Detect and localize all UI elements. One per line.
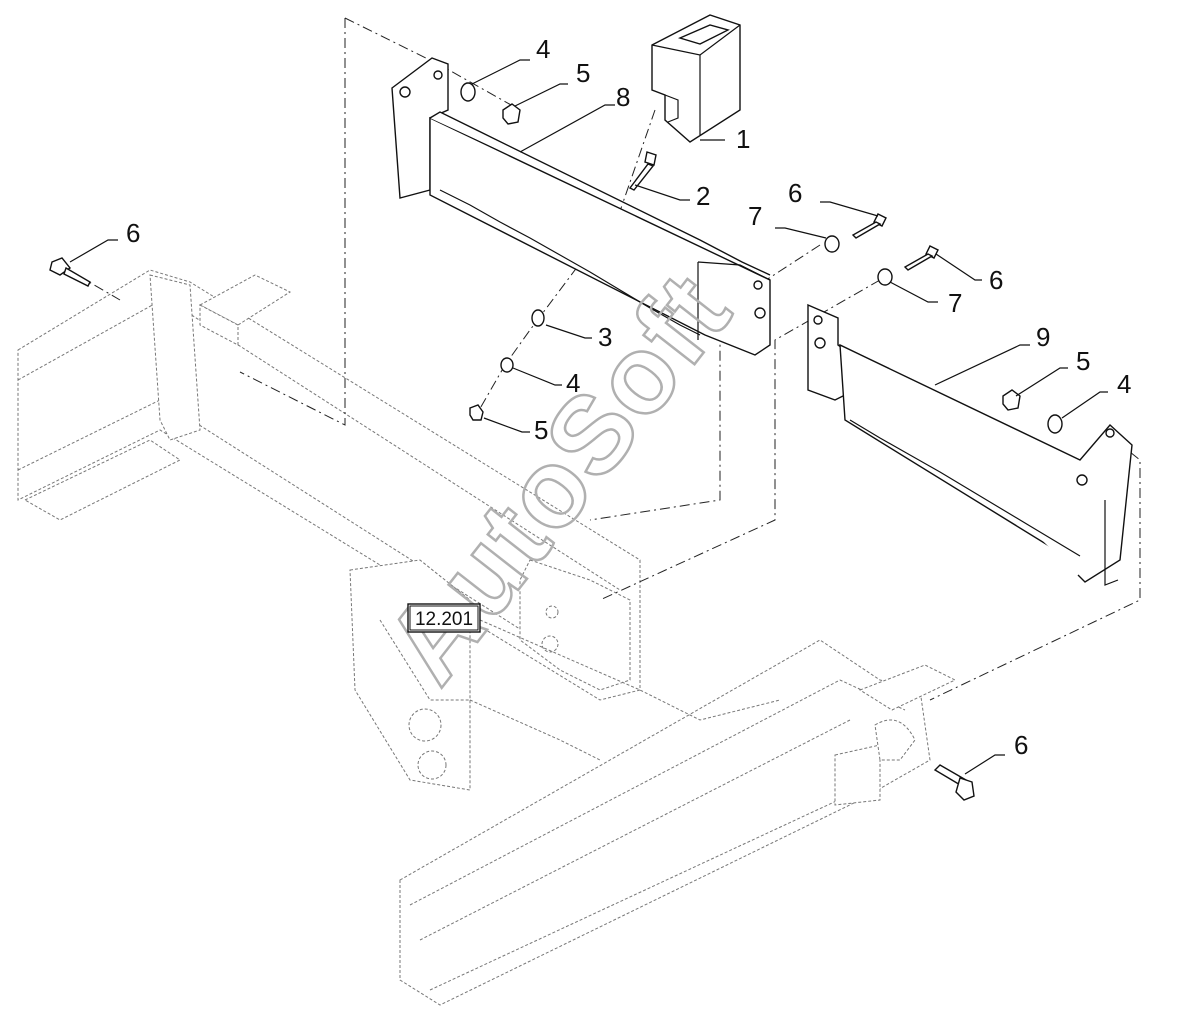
frame-boss-lower <box>417 750 447 780</box>
part-7-washer-a <box>824 235 840 253</box>
part-2-bolt <box>628 151 657 191</box>
frame-lower-bracket <box>23 439 181 521</box>
hardware <box>49 82 1063 801</box>
callout-8: 8 <box>616 82 630 112</box>
callout-4a: 4 <box>536 34 550 64</box>
callout-2: 2 <box>696 181 710 211</box>
part-1-weight <box>651 14 741 143</box>
part-8-bracket <box>391 57 771 356</box>
callout-7a: 7 <box>748 201 762 231</box>
callout-numbers: 1 2 3 4 4 4 5 5 5 6 6 6 6 7 7 8 9 <box>126 34 1131 760</box>
part-4-washer-c <box>1047 414 1063 434</box>
part-4-washer-b <box>500 357 514 373</box>
part-6-bolt-c <box>49 257 91 287</box>
frame-hitch-block <box>519 559 631 691</box>
callout-5c: 5 <box>1076 346 1090 376</box>
callout-5a: 5 <box>576 58 590 88</box>
leader-lines <box>69 59 1108 775</box>
frame-upright <box>149 274 201 441</box>
callout-5b: 5 <box>534 415 548 445</box>
frame-right-plate <box>858 664 957 711</box>
part-3-washer <box>531 309 545 327</box>
callout-3: 3 <box>598 322 612 352</box>
frame-boss-upper <box>408 708 442 742</box>
tractor-frame <box>17 269 957 1006</box>
reference-box-label: 12.201 <box>415 609 473 630</box>
callout-6d: 6 <box>1014 730 1028 760</box>
callout-4b: 4 <box>566 368 580 398</box>
callout-6c: 6 <box>989 265 1003 295</box>
part-6-bolt-d <box>933 764 975 801</box>
callout-9: 9 <box>1036 322 1050 352</box>
part-6-bolt-b <box>903 245 939 271</box>
part-7-washer-b <box>877 268 893 286</box>
callout-7b: 7 <box>948 288 962 318</box>
part-5-nut-c <box>1002 389 1021 411</box>
callout-1: 1 <box>736 124 750 154</box>
frame-front-beam <box>399 639 931 1006</box>
callout-6b: 6 <box>788 178 802 208</box>
part-9-bracket <box>807 303 1133 586</box>
part-5-nut-b <box>469 404 484 421</box>
part-4-washer-a <box>460 82 476 102</box>
reference-box[interactable]: 12.201 <box>407 603 481 633</box>
callout-4c: 4 <box>1117 369 1131 399</box>
part-6-bolt-a <box>851 213 887 239</box>
callout-6a: 6 <box>126 218 140 248</box>
part-5-nut-a <box>502 103 521 125</box>
